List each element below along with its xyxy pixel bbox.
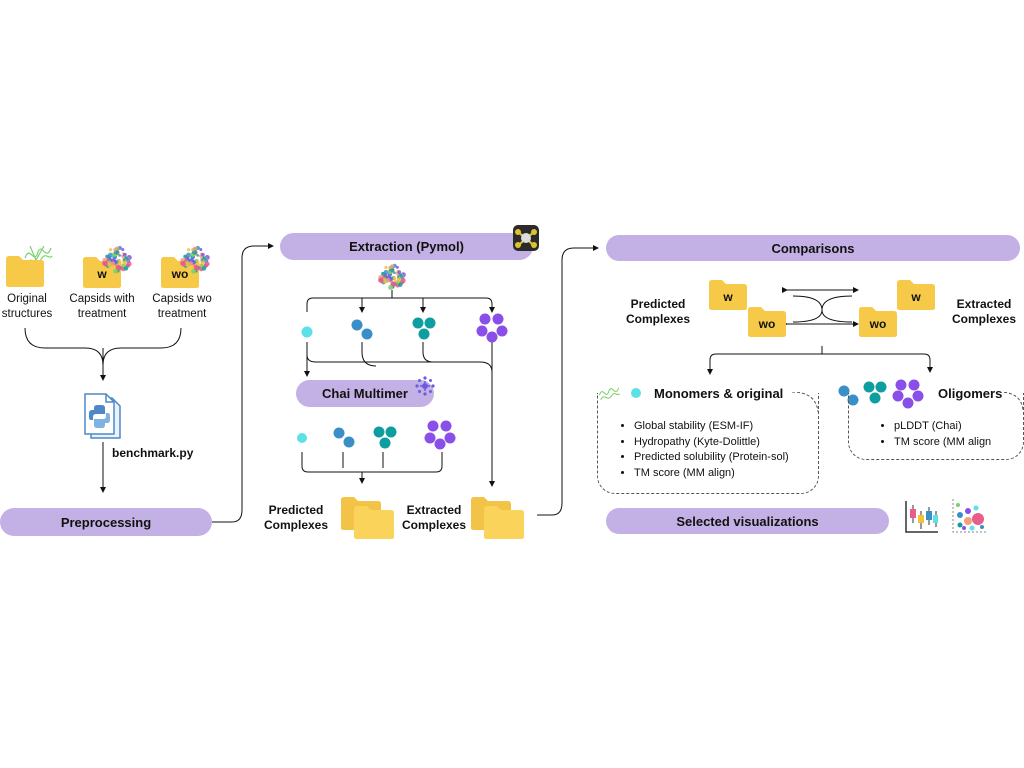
- metric-item: TM score (MM align: [894, 435, 1024, 451]
- folder-extracted-complexes[interactable]: [470, 496, 526, 540]
- metric-item: Hydropathy (Kyte-Dolittle): [634, 435, 834, 451]
- stage-selected-visualizations[interactable]: Selected visualizations: [606, 508, 889, 534]
- dimer-icon: [332, 426, 358, 457]
- folder-tag-w: w: [911, 290, 921, 304]
- dimer-icon: [350, 318, 376, 349]
- monomer-icon: [300, 325, 316, 346]
- folder-predicted-w[interactable]: w: [708, 279, 748, 311]
- capsids-with-label: Capsids with treatment: [69, 293, 135, 320]
- folder-tag-wo: wo: [171, 267, 189, 281]
- folder-tag-w: w: [723, 290, 733, 304]
- folder-original[interactable]: [5, 255, 45, 288]
- pentamer-icon: [424, 419, 456, 456]
- monomers-title: Monomers & original: [654, 386, 784, 401]
- pentamer-icon: [476, 312, 508, 349]
- folder-extracted-wo[interactable]: wo: [858, 306, 898, 338]
- monomer-icon: [630, 387, 644, 406]
- trimer-icon: [410, 316, 438, 347]
- capsid-icon: [180, 245, 210, 275]
- comparisons-extracted-label: Extracted Complexes: [951, 297, 1017, 326]
- trimer-icon: [371, 425, 399, 456]
- predicted-complexes-label: Predicted Complexes: [263, 503, 329, 532]
- folder-extracted-w[interactable]: w: [896, 279, 936, 311]
- comparisons-predicted-label: Predicted Complexes: [625, 297, 691, 326]
- python-file-icon[interactable]: [82, 392, 124, 440]
- monomers-panel: [597, 392, 819, 494]
- metric-item: TM score (MM align): [634, 466, 834, 482]
- stage-comparisons[interactable]: Comparisons: [606, 235, 1020, 261]
- folder-predicted-complexes[interactable]: [340, 496, 396, 540]
- folder-tag-wo: wo: [869, 317, 887, 331]
- script-label: benchmark.py: [112, 446, 194, 460]
- metric-item: pLDDT (Chai): [894, 419, 1024, 435]
- stage-preprocessing[interactable]: Preprocessing: [0, 508, 212, 536]
- metric-item: Predicted solubility (Protein-sol): [634, 450, 834, 466]
- folder-tag-wo: wo: [758, 317, 776, 331]
- extracted-complexes-label: Extracted Complexes: [401, 503, 467, 532]
- original-structures-label: Original structures: [1, 293, 53, 320]
- folder-tag-w: w: [97, 267, 107, 281]
- boxplot-icon: [903, 499, 939, 535]
- monomers-metrics: Global stability (ESM-IF) Hydropathy (Ky…: [620, 419, 834, 481]
- capsid-icon: [102, 245, 132, 275]
- capsid-icon: [378, 263, 406, 291]
- monomer-icon: [296, 432, 312, 453]
- pentamer-icon: [892, 378, 924, 415]
- capsids-wo-label: Capsids wo treatment: [152, 293, 212, 320]
- folder-predicted-wo[interactable]: wo: [747, 306, 787, 338]
- metric-item: Global stability (ESM-IF): [634, 419, 834, 435]
- bubble-chart-icon: [950, 497, 988, 535]
- pymol-icon: [512, 224, 540, 252]
- oligomers-metrics: pLDDT (Chai) TM score (MM align: [880, 419, 1024, 450]
- trimer-icon: [862, 381, 888, 410]
- oligomers-title: Oligomers: [938, 386, 1003, 401]
- chai-icon: [413, 374, 437, 398]
- tool-chai-multimer[interactable]: Chai Multimer: [296, 380, 434, 407]
- stage-extraction[interactable]: Extraction (Pymol): [280, 233, 533, 260]
